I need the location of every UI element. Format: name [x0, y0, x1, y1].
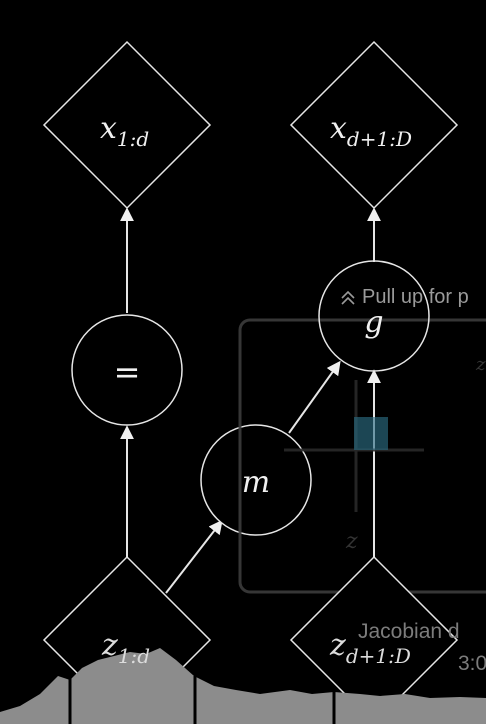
circle-shape: [71, 314, 183, 426]
node-label: x1:d: [100, 111, 149, 151]
node-label: m: [242, 465, 270, 500]
node-coupling: g: [318, 260, 430, 372]
thumb-bar: [354, 417, 388, 450]
thumb-corner-label: z: [475, 354, 486, 375]
node-label: xd+1:D: [330, 111, 412, 151]
edge-conditioner-to-coupling: [288, 360, 341, 434]
node-label: =: [114, 353, 141, 391]
pull-up-text: Pull up for p: [362, 286, 469, 308]
double-chevron-up-icon: [341, 290, 355, 305]
node-conditioner: m: [200, 424, 312, 536]
preview-overlay[interactable]: z z: [238, 318, 486, 594]
edges: [120, 207, 381, 594]
circle-shape: [318, 260, 430, 372]
node-label-z-upper: zd+1:D: [329, 628, 411, 668]
preview-caption: Jacobian d 3:0: [358, 620, 486, 675]
terrain-silhouette: [0, 648, 486, 724]
node-x-lower: x1:d: [42, 40, 212, 210]
thumb-axis-label: z: [345, 529, 358, 554]
node-label: g: [364, 305, 383, 340]
diamond-shape: [42, 40, 212, 210]
diamond-shape: [289, 40, 459, 210]
circle-shape: [200, 424, 312, 536]
pull-up-hint[interactable]: Pull up for p: [341, 286, 469, 308]
preview-thumbnail: z z: [284, 354, 486, 554]
node-identity: =: [71, 314, 183, 426]
caption-line-1: Jacobian d: [358, 620, 460, 643]
edge-zlower-to-conditioner: [165, 519, 223, 594]
node-label-z-lower: z1:d: [101, 628, 150, 668]
caption-line-2: 3:0: [458, 652, 486, 675]
node-x-upper: xd+1:D: [289, 40, 459, 210]
